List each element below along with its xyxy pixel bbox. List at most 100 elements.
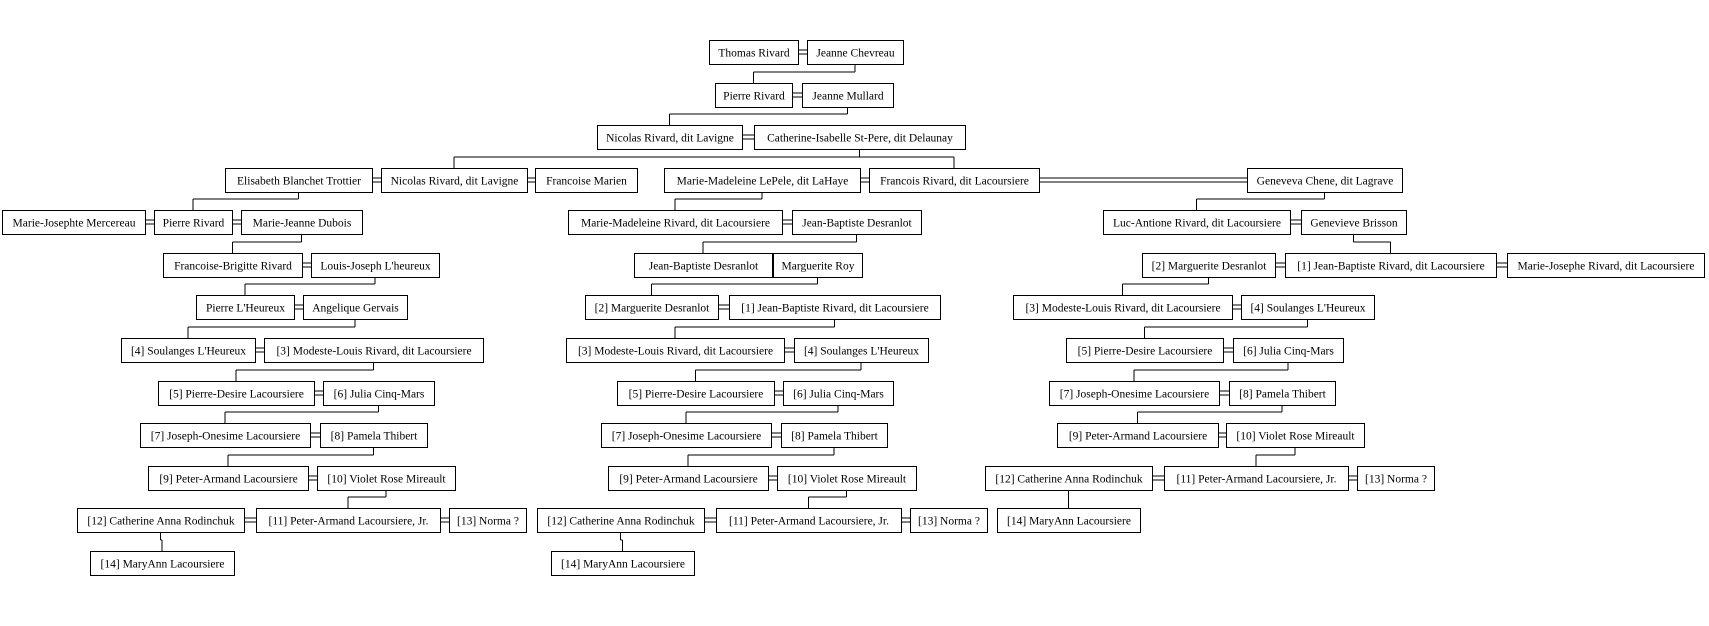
person-name: [9] Peter-Armand Lacoursiere xyxy=(619,474,757,486)
person-name: [3] Modeste-Louis Rivard, dit Lacoursier… xyxy=(1025,303,1220,315)
person-node: [7] Joseph-Onesime Lacoursiere xyxy=(1049,381,1220,406)
person-box xyxy=(802,83,894,108)
person-node: [5] Pierre-Desire Lacoursiere xyxy=(1066,338,1224,363)
person-box xyxy=(2,210,146,235)
person-name: [14] MaryAnn Lacoursiere xyxy=(561,559,685,571)
person-node: Francois Rivard, dit Lacoursiere xyxy=(869,168,1040,193)
person-name: Jean-Baptiste Desranlot xyxy=(649,261,759,273)
person-node: Marie-Madeleine Rivard, dit Lacoursiere xyxy=(568,210,783,235)
person-node: [11] Peter-Armand Lacoursiere, Jr. xyxy=(256,508,441,533)
person-box xyxy=(715,83,793,108)
person-node: Marie-Jeanne Dubois xyxy=(241,210,363,235)
person-name: [13] Norma ? xyxy=(457,516,519,528)
person-node: [9] Peter-Armand Lacoursiere xyxy=(608,466,769,491)
person-box xyxy=(381,168,528,193)
person-name: [11] Peter-Armand Lacoursiere, Jr. xyxy=(729,516,889,528)
person-node: [1] Jean-Baptiste Rivard, dit Lacoursier… xyxy=(1285,253,1497,278)
person-box xyxy=(323,381,435,406)
person-node: [6] Julia Cinq-Mars xyxy=(323,381,435,406)
person-node: Nicolas Rivard, dit Lavigne xyxy=(597,125,743,150)
person-box xyxy=(729,295,941,320)
person-node: [9] Peter-Armand Lacoursiere xyxy=(1057,423,1219,448)
person-name: [4] Soulanges L'Heureux xyxy=(131,346,246,358)
person-box xyxy=(148,466,309,491)
person-node: Marie-Madeleine LePele, dit LaHaye xyxy=(664,168,861,193)
person-name: Pierre L'Heureux xyxy=(206,303,285,315)
person-name: Marguerite Roy xyxy=(782,261,855,273)
person-box xyxy=(449,508,527,533)
person-name: Francois Rivard, dit Lacoursiere xyxy=(880,176,1029,188)
person-name: [3] Modeste-Louis Rivard, dit Lacoursier… xyxy=(276,346,471,358)
person-box xyxy=(716,508,902,533)
person-box xyxy=(617,381,775,406)
person-node: [13] Norma ? xyxy=(449,508,527,533)
person-node: Pierre Rivard xyxy=(715,83,793,108)
person-name: Marie-Madeleine Rivard, dit Lacoursiere xyxy=(581,218,770,230)
person-node: Pierre Rivard xyxy=(154,210,233,235)
person-name: [1] Jean-Baptiste Rivard, dit Lacoursier… xyxy=(1297,261,1484,273)
person-node: [14] MaryAnn Lacoursiere xyxy=(551,551,695,576)
person-node: Jeanne Chevreau xyxy=(807,40,904,65)
person-node: [12] Catherine Anna Rodinchuk xyxy=(537,508,705,533)
person-node: Geneveva Chene, dit Lagrave xyxy=(1247,168,1403,193)
person-node: [13] Norma ? xyxy=(910,508,988,533)
person-name: Marie-Josephe Rivard, dit Lacoursiere xyxy=(1518,261,1695,273)
person-node: Pierre L'Heureux xyxy=(196,295,295,320)
person-node: [11] Peter-Armand Lacoursiere, Jr. xyxy=(716,508,902,533)
person-node: Francoise Marien xyxy=(535,168,638,193)
person-box xyxy=(121,338,256,363)
person-box xyxy=(568,210,783,235)
person-node: Nicolas Rivard, dit Lavigne xyxy=(381,168,528,193)
person-name: [6] Julia Cinq-Mars xyxy=(793,389,884,401)
person-name: [10] Violet Rose Mireault xyxy=(1236,431,1355,443)
person-name: [4] Soulanges L'Heureux xyxy=(1250,303,1365,315)
person-name: [8] Pamela Thibert xyxy=(331,431,418,443)
person-name: Luc-Antione Rivard, dit Lacoursiere xyxy=(1113,218,1281,230)
person-node: [6] Julia Cinq-Mars xyxy=(783,381,894,406)
person-node: [4] Soulanges L'Heureux xyxy=(121,338,256,363)
person-box xyxy=(1233,338,1344,363)
person-name: [4] Soulanges L'Heureux xyxy=(804,346,919,358)
person-node: Genevieve Brisson xyxy=(1301,210,1407,235)
person-box xyxy=(1013,295,1233,320)
person-box xyxy=(1057,423,1219,448)
person-node: [3] Modeste-Louis Rivard, dit Lacoursier… xyxy=(264,338,484,363)
person-box xyxy=(781,423,888,448)
person-box xyxy=(985,466,1153,491)
person-name: [14] MaryAnn Lacoursiere xyxy=(101,559,225,571)
person-name: Genevieve Brisson xyxy=(1310,218,1397,230)
person-box xyxy=(869,168,1040,193)
person-name: Louis-Joseph L'heureux xyxy=(320,261,431,273)
person-node: [5] Pierre-Desire Lacoursiere xyxy=(617,381,775,406)
person-node: [12] Catherine Anna Rodinchuk xyxy=(985,466,1153,491)
person-box xyxy=(77,508,245,533)
person-node: [3] Modeste-Louis Rivard, dit Lacoursier… xyxy=(566,338,785,363)
person-node: [10] Violet Rose Mireault xyxy=(317,466,456,491)
person-node: Marguerite Roy xyxy=(773,253,863,278)
person-box xyxy=(608,466,769,491)
person-name: [3] Modeste-Louis Rivard, dit Lacoursier… xyxy=(578,346,773,358)
person-box xyxy=(140,423,311,448)
person-node: [10] Violet Rose Mireault xyxy=(1226,423,1365,448)
person-name: [10] Violet Rose Mireault xyxy=(327,474,446,486)
person-box xyxy=(783,381,894,406)
person-node: Jeanne Mullard xyxy=(802,83,894,108)
person-node: [10] Violet Rose Mireault xyxy=(777,466,917,491)
person-name: [5] Pierre-Desire Lacoursiere xyxy=(1078,346,1213,358)
person-name: Elisabeth Blanchet Trottier xyxy=(237,176,361,188)
person-name: [11] Peter-Armand Lacoursiere, Jr. xyxy=(269,516,429,528)
person-box xyxy=(1229,381,1336,406)
person-name: Marie-Jeanne Dubois xyxy=(253,218,352,230)
person-name: Angelique Gervais xyxy=(312,303,399,315)
person-node: Elisabeth Blanchet Trottier xyxy=(225,168,373,193)
person-name: Thomas Rivard xyxy=(718,48,789,60)
person-box xyxy=(997,508,1141,533)
person-box xyxy=(1285,253,1497,278)
person-box xyxy=(320,423,428,448)
person-name: [8] Pamela Thibert xyxy=(1239,389,1326,401)
person-name: Nicolas Rivard, dit Lavigne xyxy=(391,176,519,188)
person-node: Marie-Josephe Rivard, dit Lacoursiere xyxy=(1507,253,1705,278)
person-box xyxy=(264,338,484,363)
person-node: Jean-Baptiste Desranlot xyxy=(634,253,773,278)
person-box xyxy=(551,551,695,576)
